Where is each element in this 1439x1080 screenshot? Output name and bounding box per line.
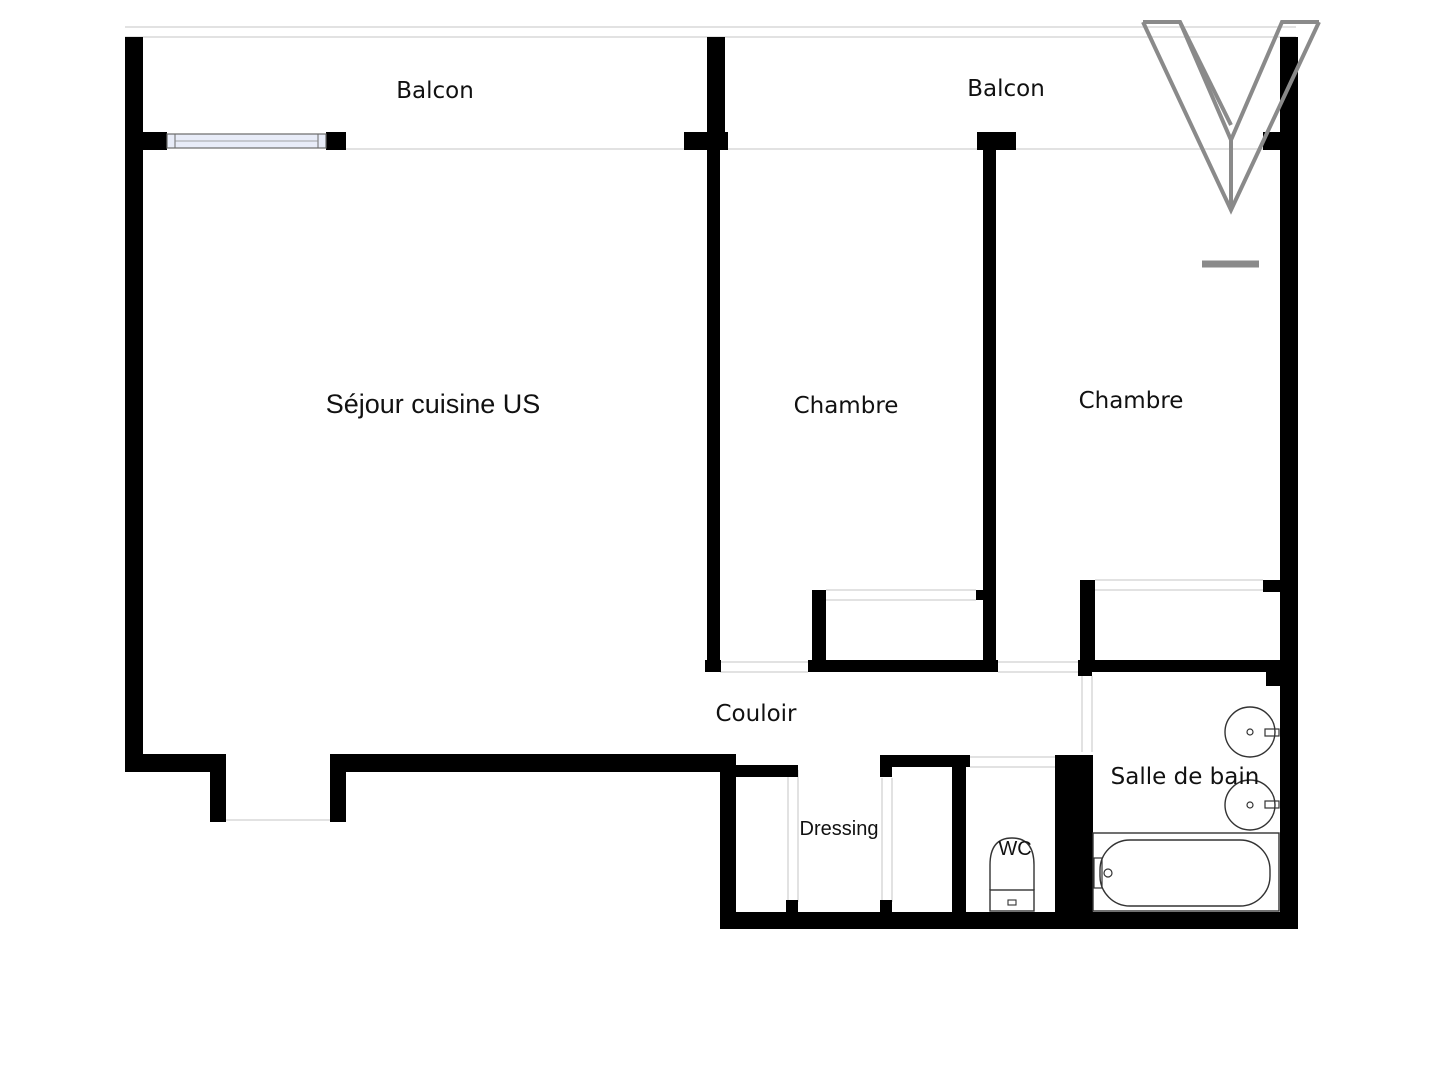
label-dressing: Dressing xyxy=(800,818,879,840)
bathtub xyxy=(1092,832,1280,912)
label-balcon-left: Balcon xyxy=(396,78,474,104)
label-chambre-1: Chambre xyxy=(794,393,899,419)
sink-bottom xyxy=(1224,779,1280,831)
v-monogram-logo-icon xyxy=(1141,20,1321,268)
room-labels: Balcon Balcon Séjour cuisine US Chambre … xyxy=(326,76,1260,860)
label-balcon-right: Balcon xyxy=(967,76,1045,102)
label-chambre-2: Chambre xyxy=(1079,388,1184,414)
label-couloir: Couloir xyxy=(715,701,797,727)
sink-top xyxy=(1224,706,1280,758)
walls xyxy=(125,37,1298,929)
thin-lines xyxy=(125,26,1296,902)
window xyxy=(166,133,327,149)
label-salle-de-bain: Salle de bain xyxy=(1111,764,1260,790)
toilet xyxy=(989,837,1035,912)
label-wc: WC xyxy=(998,838,1031,860)
label-sejour: Séjour cuisine US xyxy=(326,389,541,419)
